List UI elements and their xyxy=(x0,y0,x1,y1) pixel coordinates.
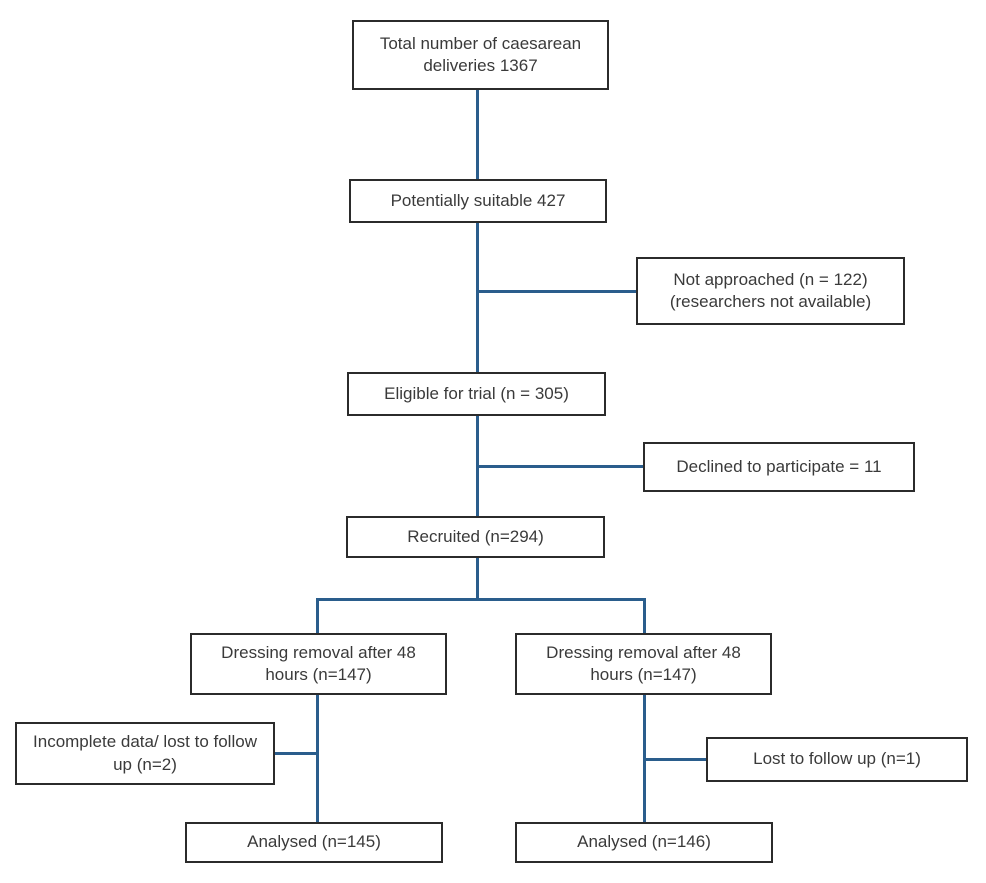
connector-split-to-arm-right xyxy=(643,598,646,634)
node-arm-left-dressing-removal: Dressing removal after 48 hours (n=147) xyxy=(190,633,447,695)
connector-to-not-approached xyxy=(476,290,636,293)
node-not-approached: Not approached (n = 122) (researchers no… xyxy=(636,257,905,325)
connector-suitable-to-eligible xyxy=(476,223,479,373)
node-analysed-left: Analysed (n=145) xyxy=(185,822,443,863)
connector-split-to-arm-left xyxy=(316,598,319,634)
node-excluded-right-lost-to-followup: Lost to follow up (n=1) xyxy=(706,737,968,782)
node-recruited: Recruited (n=294) xyxy=(346,516,605,558)
connector-split-horizontal xyxy=(316,598,646,601)
node-total-deliveries: Total number of caesarean deliveries 136… xyxy=(352,20,609,90)
node-analysed-right: Analysed (n=146) xyxy=(515,822,773,863)
connector-total-to-suitable xyxy=(476,90,479,180)
node-arm-right-dressing-removal: Dressing removal after 48 hours (n=147) xyxy=(515,633,772,695)
node-excluded-left-incomplete-data: Incomplete data/ lost to follow up (n=2) xyxy=(15,722,275,785)
connector-to-excluded-right xyxy=(644,758,707,761)
node-potentially-suitable: Potentially suitable 427 xyxy=(349,179,607,223)
node-eligible-for-trial: Eligible for trial (n = 305) xyxy=(347,372,606,416)
connector-arm-left-to-analysed xyxy=(316,695,319,823)
connector-to-declined xyxy=(476,465,643,468)
connector-to-excluded-left xyxy=(274,752,318,755)
node-declined-to-participate: Declined to participate = 11 xyxy=(643,442,915,492)
connector-recruited-to-split xyxy=(476,558,479,601)
